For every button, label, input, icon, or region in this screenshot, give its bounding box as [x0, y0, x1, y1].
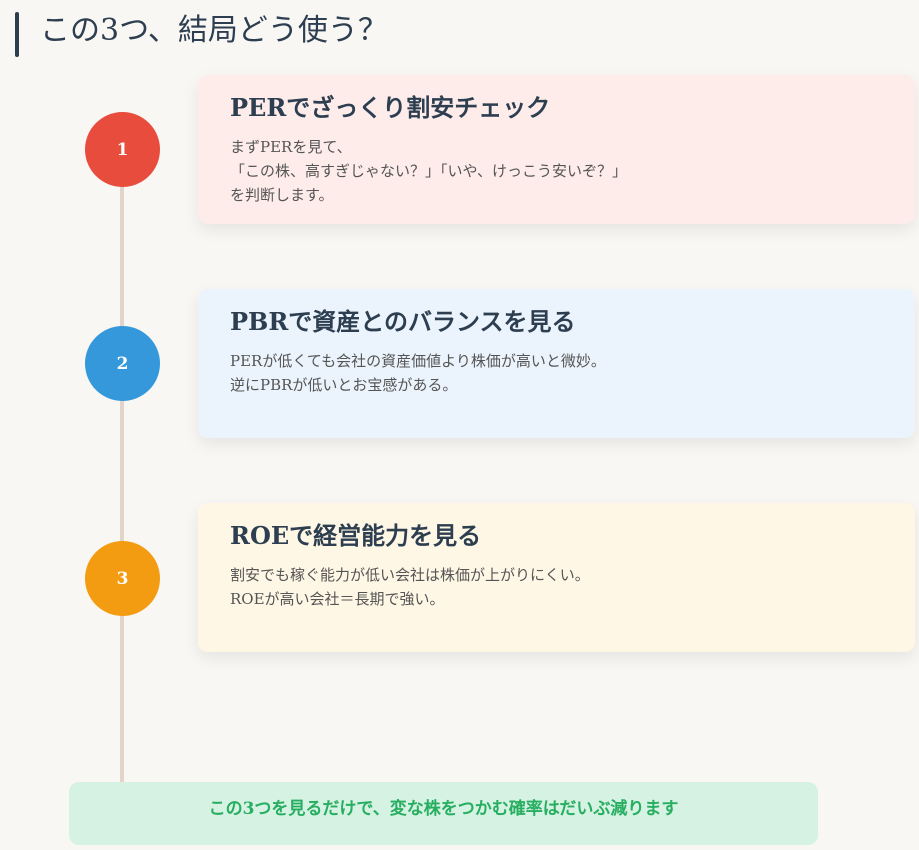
page-title: この3つ、結局どう使う？	[40, 13, 388, 48]
step-3-body: 割安でも稼ぐ能力が低い会社は株価が上がりにくい。 ROEが高い会社＝長期で強い。	[230, 566, 590, 608]
step-1-card: PERでざっくり割安チェック まずPERを見て、 「この株、高すぎじゃない？」「…	[198, 75, 915, 224]
step-1-heading: PERでざっくり割安チェック	[230, 93, 551, 122]
step-1-number-badge: 1	[85, 112, 160, 187]
step-2-body: PERが低くても会社の資産価値より株価が高いと微妙。 逆にPBRが低いとお宝感が…	[230, 352, 606, 394]
step-2-heading: PBRで資産とのバランスを見る	[230, 307, 576, 336]
title-accent-bar	[15, 12, 19, 57]
step-3-card: ROEで経営能力を見る 割安でも稼ぐ能力が低い会社は株価が上がりにくい。 ROE…	[198, 503, 915, 652]
step-2-number-badge: 2	[85, 326, 160, 401]
step-3-heading: ROEで経営能力を見る	[230, 521, 482, 550]
step-1-body: まずPERを見て、 「この株、高すぎじゃない？」「いや、けっこう安いぞ？」 を判…	[230, 138, 628, 204]
timeline-line	[120, 180, 124, 782]
summary-callout: この3つを見るだけで、変な株をつかむ確率はだいぶ減ります	[69, 782, 818, 845]
step-3-number-badge: 3	[85, 541, 160, 616]
step-2-card: PBRで資産とのバランスを見る PERが低くても会社の資産価値より株価が高いと微…	[198, 289, 915, 438]
